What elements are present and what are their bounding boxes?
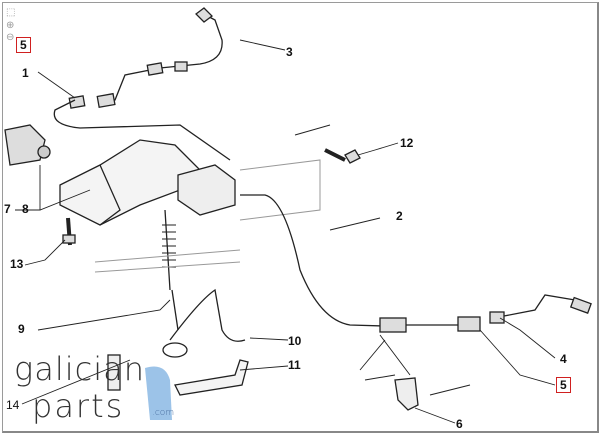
sensor-cap xyxy=(37,145,51,159)
callout-7[interactable]: 7 xyxy=(4,202,11,216)
callout-1[interactable]: 1 xyxy=(22,66,29,80)
callout-10[interactable]: 10 xyxy=(288,334,302,348)
valve-spring xyxy=(162,224,176,268)
pipe-fitting xyxy=(489,311,505,324)
bolt-12-head xyxy=(344,149,361,164)
brake-pipe-2 xyxy=(240,194,386,327)
bracket-11 xyxy=(174,359,249,396)
callout-5-bottom[interactable]: 5 xyxy=(556,377,571,393)
clip-6 xyxy=(394,377,419,411)
callout-13[interactable]: 13 xyxy=(10,257,24,271)
lever-eye xyxy=(162,342,188,358)
callout-3[interactable]: 3 xyxy=(286,45,293,59)
callout-2[interactable]: 2 xyxy=(396,209,403,223)
pressure-valve xyxy=(177,164,236,216)
brake-pipe-1 xyxy=(53,99,231,161)
lever-10 xyxy=(169,288,246,342)
callout-12[interactable]: 12 xyxy=(400,136,414,150)
fit-screen-icon[interactable]: ⬚ xyxy=(6,7,16,18)
callout-9[interactable]: 9 xyxy=(18,322,25,336)
brake-pipe-3 xyxy=(99,11,223,103)
callout-14[interactable]: 14 xyxy=(6,398,20,412)
pipe-fitting xyxy=(195,7,213,23)
pipe-fitting xyxy=(174,61,188,72)
pipe-fitting xyxy=(96,92,116,109)
callout-5-top[interactable]: 5 xyxy=(16,37,31,53)
ghost-line xyxy=(294,124,331,136)
watermark-suffix: .com xyxy=(152,408,175,418)
bracket-edge xyxy=(99,164,121,226)
watermark-line1: galician xyxy=(14,350,145,388)
leader-lines xyxy=(15,39,556,424)
hose-fitting xyxy=(457,316,481,332)
zoom-out-icon[interactable]: ⊖ xyxy=(6,32,15,43)
pipe-fitting xyxy=(68,95,86,109)
pipe-fitting xyxy=(569,296,592,314)
valve-rod xyxy=(164,209,179,331)
brake-pipe-4 xyxy=(503,294,576,317)
callout-8[interactable]: 8 xyxy=(22,202,29,216)
callout-6[interactable]: 6 xyxy=(456,417,463,431)
zoom-in-icon[interactable]: ⊕ xyxy=(6,20,15,31)
bolt-12-shank xyxy=(324,148,346,162)
callout-11[interactable]: 11 xyxy=(288,358,301,372)
bolt-14 xyxy=(107,354,121,391)
watermark-shape xyxy=(145,366,172,420)
ghost-axle xyxy=(94,159,321,273)
sensor-8 xyxy=(4,124,46,166)
hose-fitting xyxy=(379,317,407,333)
callout-4[interactable]: 4 xyxy=(560,352,567,366)
pipe-fitting xyxy=(146,62,164,76)
bolt-13-head xyxy=(62,234,76,244)
clip-mount xyxy=(364,374,471,396)
watermark-line2: parts xyxy=(32,387,125,425)
